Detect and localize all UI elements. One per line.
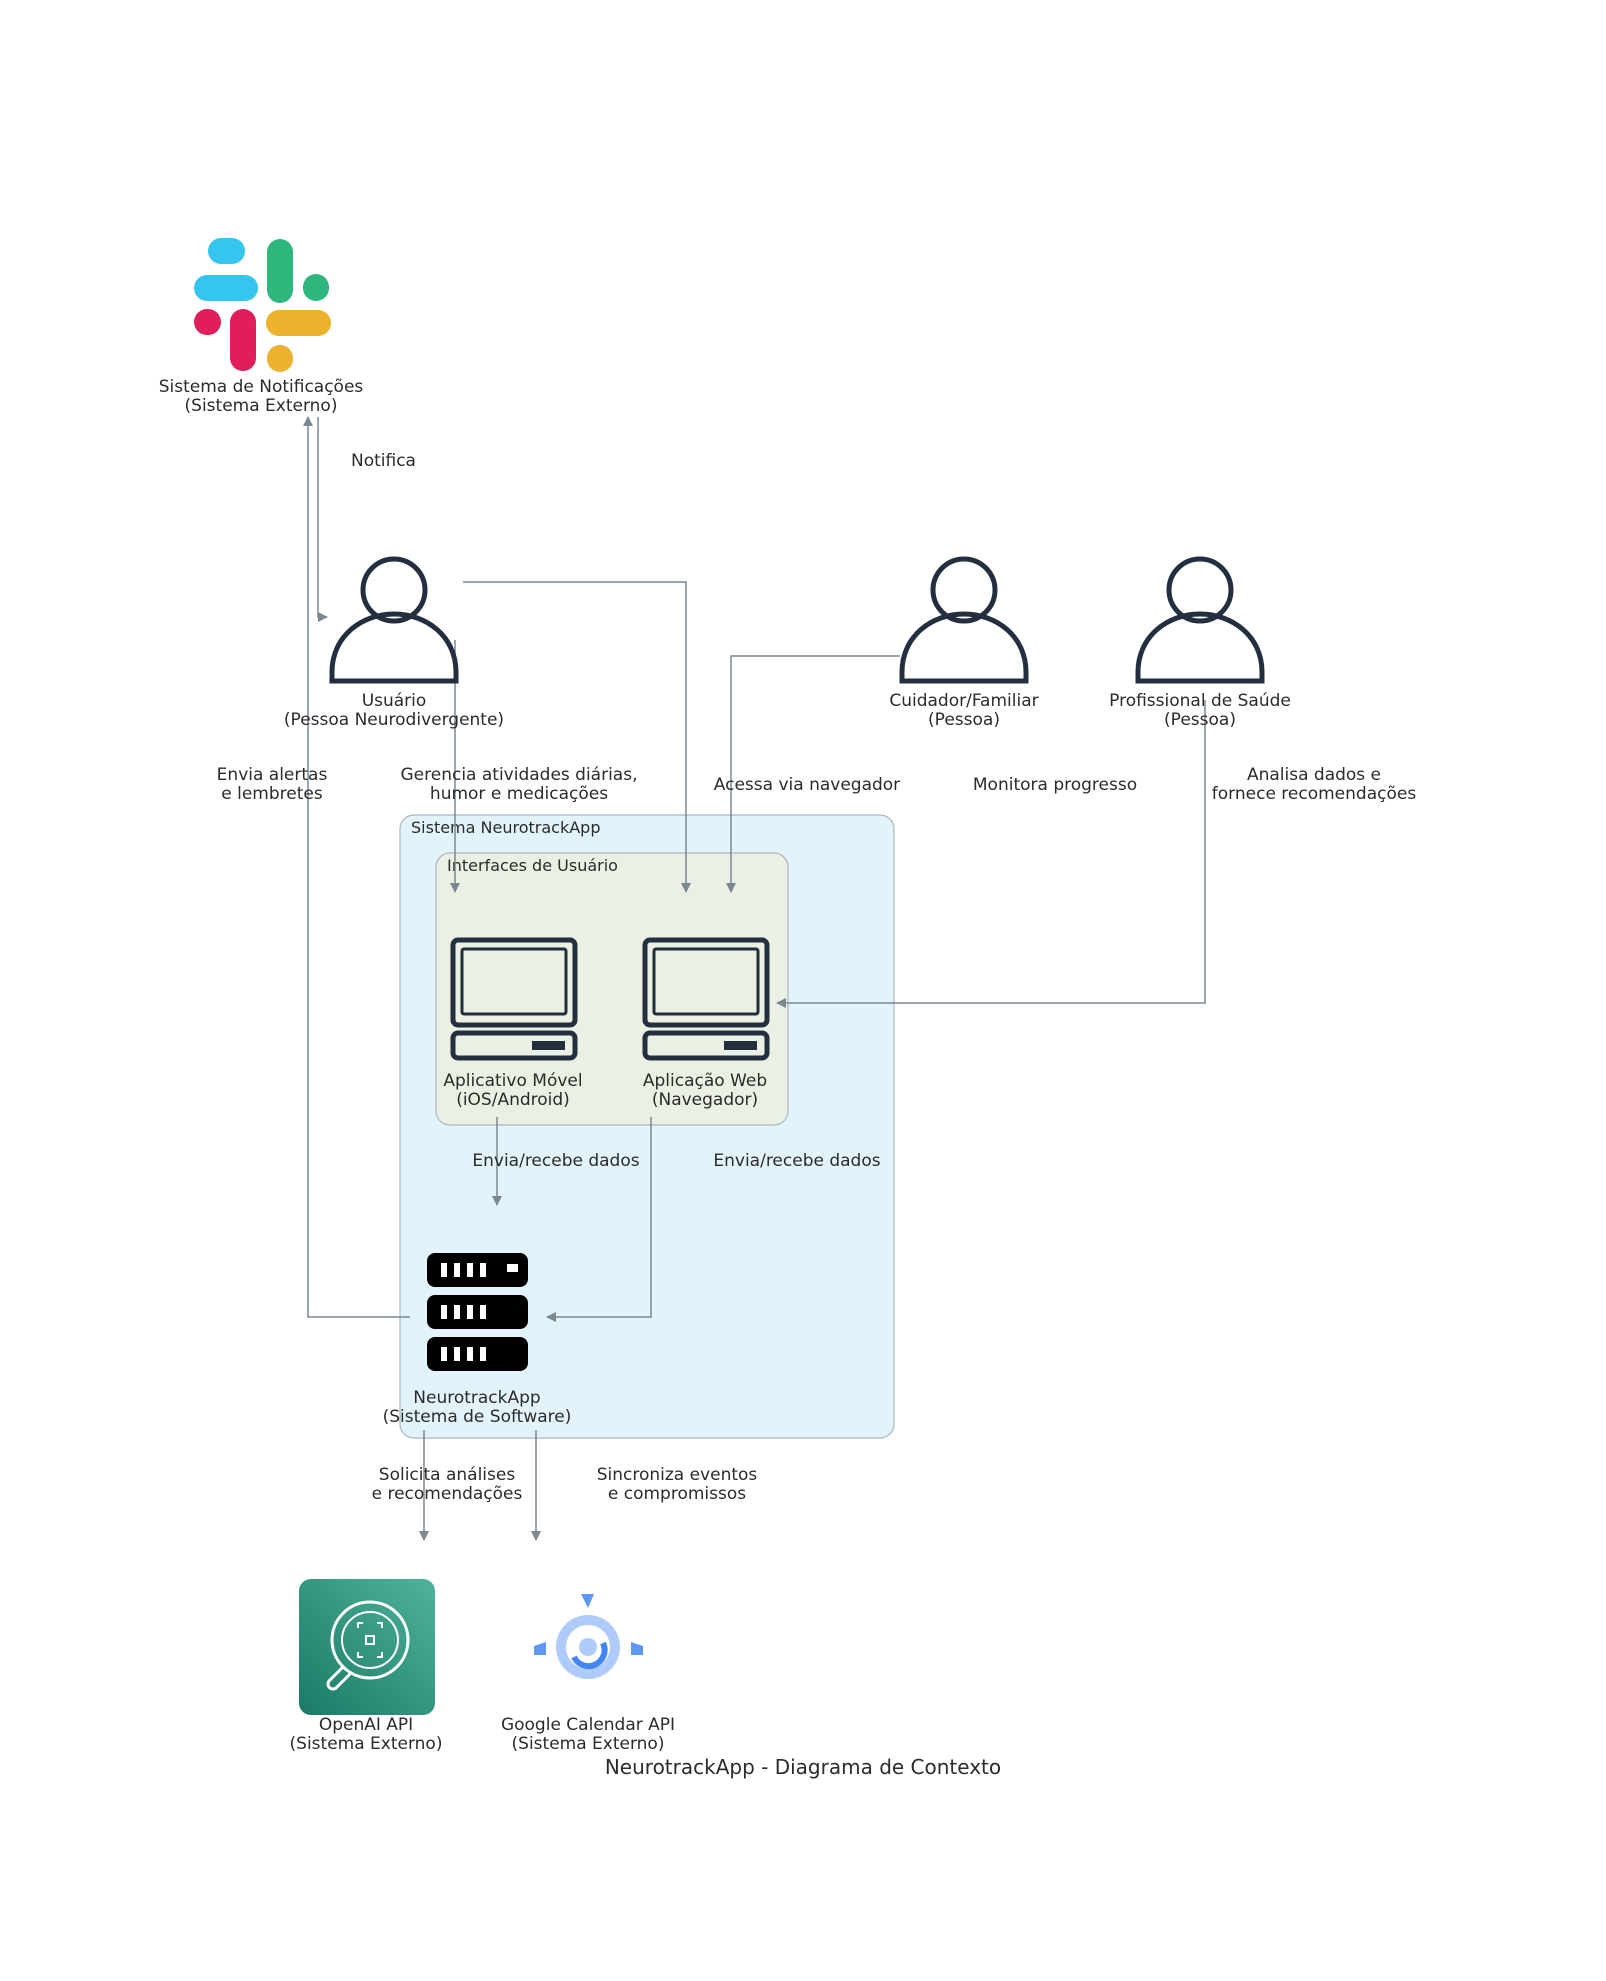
- server-icon: [427, 1253, 528, 1371]
- edge-user-to-web: [463, 581, 691, 893]
- computer-icon: [642, 937, 770, 1061]
- node-professional: Profissional de Saúde (Pessoa): [1109, 556, 1291, 730]
- edge-label-envia-alertas-2: e lembretes: [221, 784, 323, 804]
- ui-group-label: Interfaces de Usuário: [447, 856, 618, 875]
- node-caregiver: Cuidador/Familiar (Pessoa): [889, 556, 1039, 730]
- edge-label-envia-recebe-web: Envia/recebe dados: [713, 1151, 880, 1171]
- openai-icon: [299, 1579, 435, 1715]
- node-notifications: Sistema de Notificações (Sistema Externo…: [159, 238, 364, 416]
- node-openai: OpenAI API (Sistema Externo): [290, 1579, 443, 1754]
- edge-label-envia-alertas-1: Envia alertas: [217, 765, 328, 785]
- node-server: NeurotrackApp (Sistema de Software): [383, 1253, 572, 1427]
- edge-label-gerencia-2: humor e medicações: [430, 784, 608, 804]
- edge-label-acessa: Acessa via navegador: [714, 775, 900, 795]
- node-server-line2: (Sistema de Software): [383, 1407, 572, 1427]
- node-notifications-line1: Sistema de Notificações: [159, 377, 364, 397]
- node-user-line1: Usuário: [362, 691, 427, 711]
- node-notifications-line2: (Sistema Externo): [185, 396, 338, 416]
- node-web-line1: Aplicação Web: [643, 1071, 767, 1091]
- node-professional-line2: (Pessoa): [1164, 710, 1236, 730]
- edge-server-to-notifications: [303, 416, 410, 1318]
- node-mobile-line2: (iOS/Android): [456, 1090, 570, 1110]
- person-icon: [1135, 556, 1265, 684]
- edge-professional-to-web: [776, 700, 1206, 1008]
- node-calendar-line2: (Sistema Externo): [512, 1734, 665, 1754]
- system-boundary-label: Sistema NeurotrackApp: [411, 818, 600, 837]
- node-calendar-line1: Google Calendar API: [501, 1715, 675, 1735]
- edge-label-notifica: Notifica: [351, 451, 416, 471]
- edge-caregiver-to-web: [726, 655, 900, 893]
- edge-label-gerencia-1: Gerencia atividades diárias,: [400, 765, 637, 785]
- node-openai-line1: OpenAI API: [319, 1715, 413, 1735]
- person-icon: [329, 556, 459, 684]
- edge-label-sincroniza-2: e compromissos: [608, 1484, 746, 1504]
- node-web-line2: (Navegador): [652, 1090, 758, 1110]
- edge-label-envia-recebe-mobile: Envia/recebe dados: [472, 1151, 639, 1171]
- edges: [303, 416, 1206, 1541]
- node-server-line1: NeurotrackApp: [413, 1388, 540, 1408]
- node-openai-line2: (Sistema Externo): [290, 1734, 443, 1754]
- node-mobile-line1: Aplicativo Móvel: [443, 1071, 582, 1091]
- diagram-title: NeurotrackApp - Diagrama de Contexto: [605, 1755, 1001, 1779]
- edge-label-solicita-2: e recomendações: [372, 1484, 523, 1504]
- node-user-line2: (Pessoa Neurodivergente): [284, 710, 504, 730]
- edge-label-sincroniza-1: Sincroniza eventos: [597, 1465, 758, 1485]
- node-web: Aplicação Web (Navegador): [642, 937, 770, 1110]
- node-user: Usuário (Pessoa Neurodivergente): [284, 556, 504, 730]
- node-professional-line1: Profissional de Saúde: [1109, 691, 1291, 711]
- edge-notifications-to-user: [317, 417, 328, 622]
- edge-label-analisa-1: Analisa dados e: [1247, 765, 1381, 785]
- node-caregiver-line1: Cuidador/Familiar: [889, 691, 1038, 711]
- computer-icon: [450, 937, 578, 1061]
- edge-label-monitora: Monitora progresso: [973, 775, 1137, 795]
- node-calendar: Google Calendar API (Sistema Externo): [501, 1594, 675, 1754]
- node-mobile: Aplicativo Móvel (iOS/Android): [443, 937, 583, 1110]
- node-caregiver-line2: (Pessoa): [928, 710, 1000, 730]
- edge-label-solicita-1: Solicita análises: [379, 1465, 516, 1485]
- edge-labels: Notifica Envia alertas e lembretes Geren…: [217, 451, 1417, 1504]
- edge-web-to-server: [546, 1117, 652, 1322]
- edge-label-analisa-2: fornece recomendações: [1212, 784, 1417, 804]
- person-icon: [899, 556, 1029, 684]
- slack-icon: [194, 238, 331, 372]
- calendar-icon: [534, 1594, 643, 1679]
